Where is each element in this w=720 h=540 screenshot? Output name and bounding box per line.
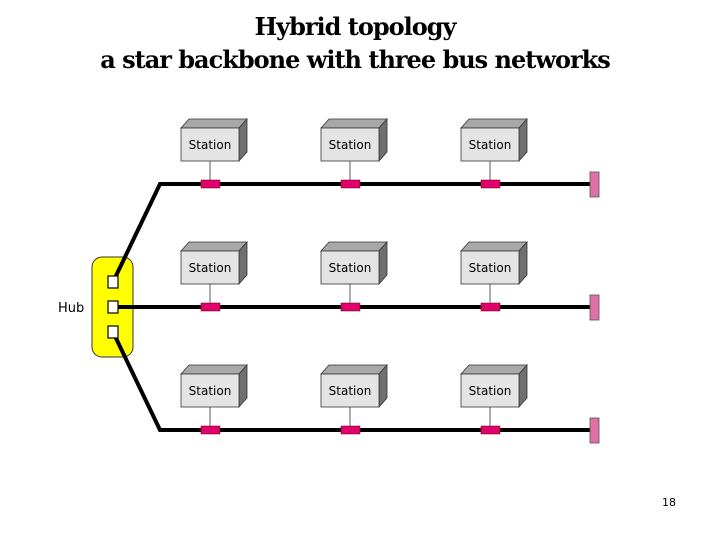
station: Station bbox=[460, 117, 528, 189]
station: Station bbox=[320, 240, 388, 312]
station-label: Station bbox=[189, 384, 232, 398]
tap-connector bbox=[340, 302, 361, 312]
tap-connector bbox=[480, 302, 501, 312]
hub-label: Hub bbox=[58, 301, 84, 316]
station-label: Station bbox=[329, 384, 372, 398]
bus-cable bbox=[111, 182, 590, 283]
hub-port bbox=[107, 300, 119, 314]
slide-subtitle: a star backbone with three bus networks bbox=[100, 45, 611, 74]
bus-terminator bbox=[589, 171, 600, 198]
station-label: Station bbox=[469, 138, 512, 152]
station: Station bbox=[320, 363, 388, 435]
station: Station bbox=[460, 363, 528, 435]
station-label: Station bbox=[189, 138, 232, 152]
station: Station bbox=[180, 240, 248, 312]
slide-title: Hybrid topology bbox=[254, 12, 456, 41]
station-label: Station bbox=[329, 138, 372, 152]
tap-connector bbox=[480, 179, 501, 189]
tap-connector bbox=[340, 425, 361, 435]
tap-connector bbox=[480, 425, 501, 435]
station-label: Station bbox=[189, 261, 232, 275]
bus-terminator bbox=[589, 294, 600, 321]
tap-connector bbox=[200, 302, 221, 312]
page-number: 18 bbox=[662, 496, 676, 509]
bus-terminator bbox=[589, 417, 600, 444]
tap-connector bbox=[340, 179, 361, 189]
station: Station bbox=[180, 117, 248, 189]
tap-connector bbox=[200, 179, 221, 189]
hub-port bbox=[107, 325, 119, 339]
station-label: Station bbox=[329, 261, 372, 275]
station: Station bbox=[460, 240, 528, 312]
station-label: Station bbox=[469, 261, 512, 275]
station: Station bbox=[320, 117, 388, 189]
station-label: Station bbox=[469, 384, 512, 398]
station: Station bbox=[180, 363, 248, 435]
hub-port bbox=[107, 275, 119, 289]
tap-connector bbox=[200, 425, 221, 435]
bus-cable bbox=[111, 331, 590, 432]
